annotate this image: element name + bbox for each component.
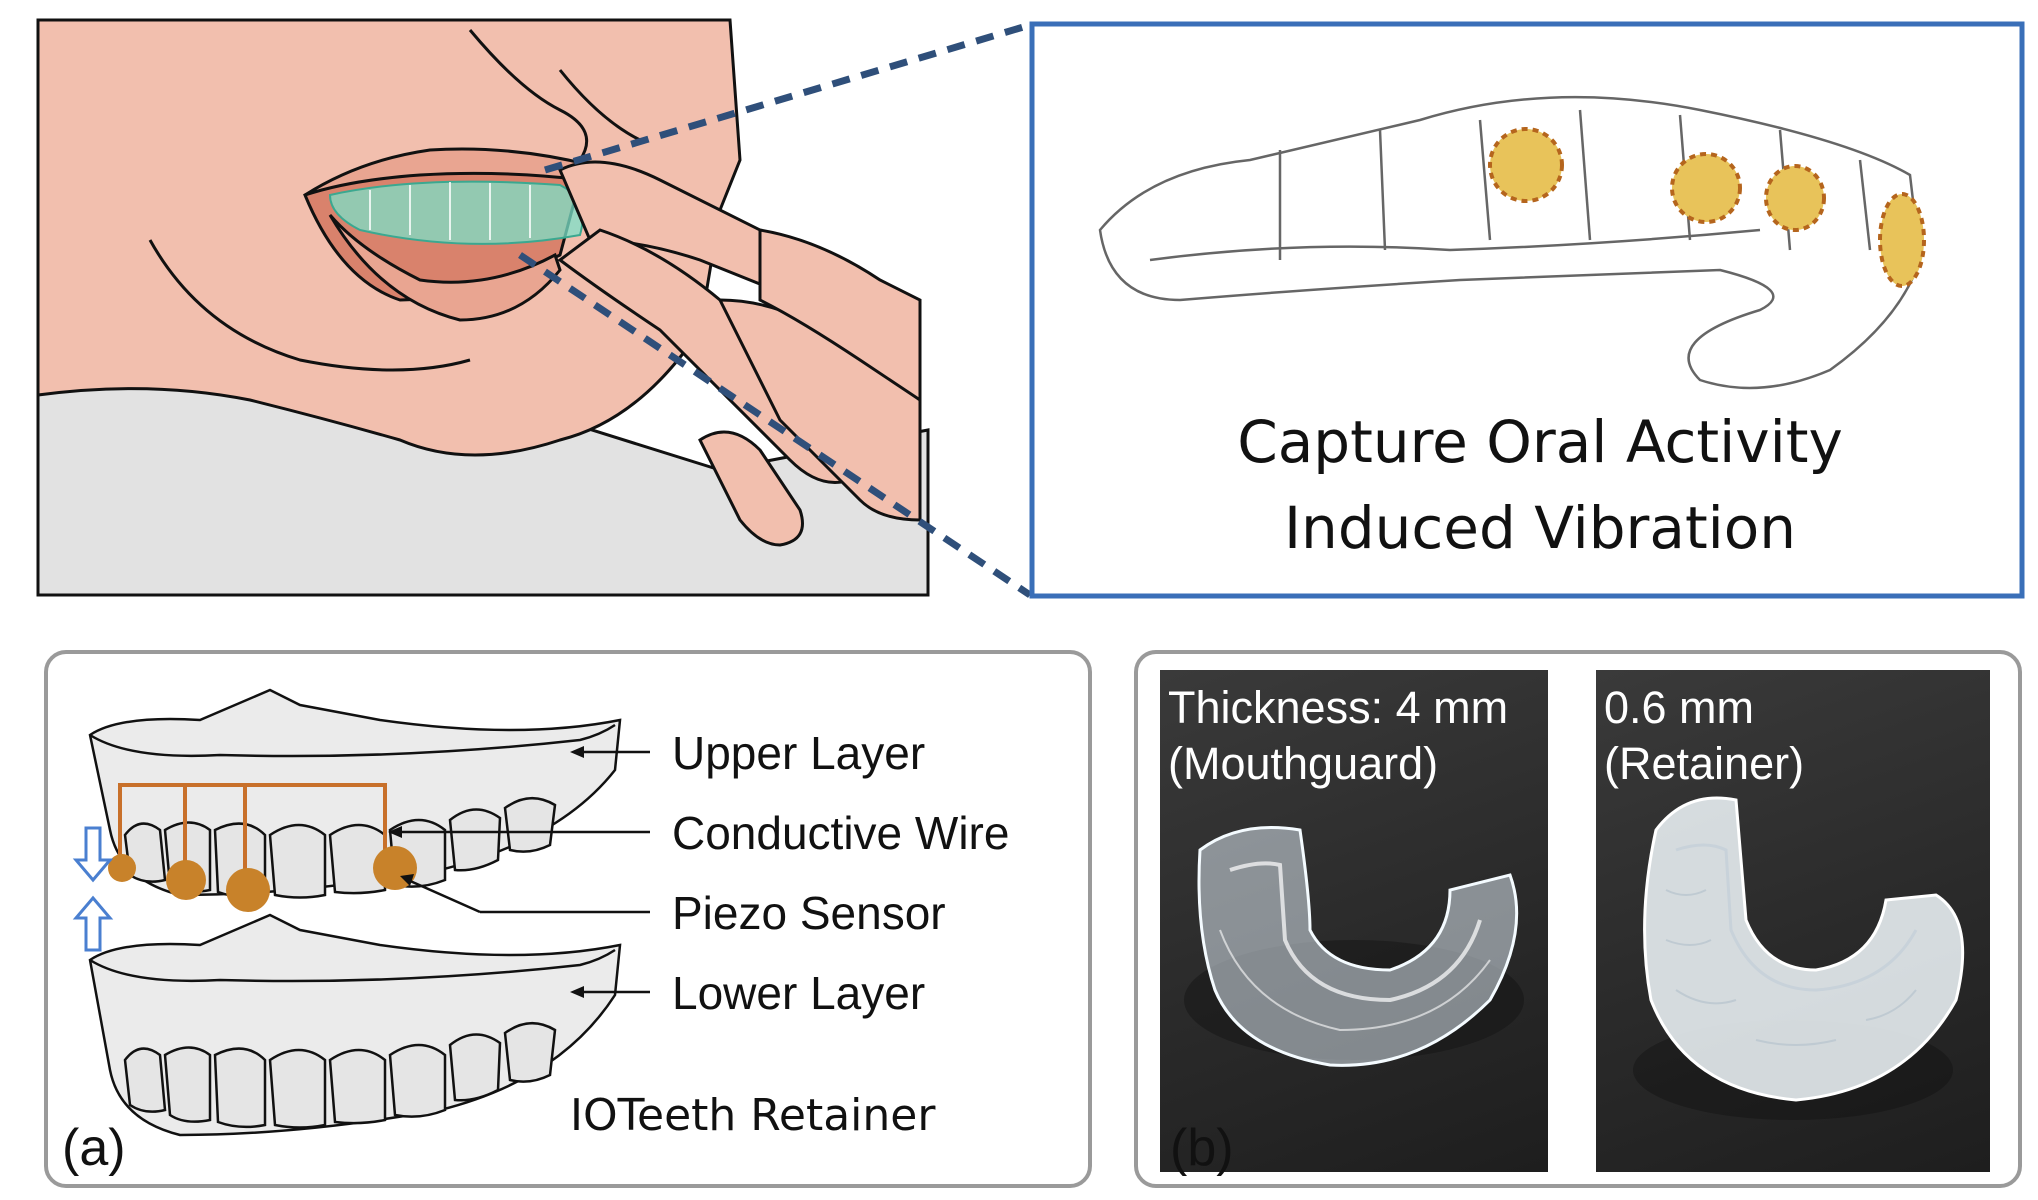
photo-mouthguard bbox=[1160, 670, 1548, 1172]
label-lower-layer: Lower Layer bbox=[672, 967, 926, 1019]
mouthguard-label-line2: (Mouthguard) bbox=[1168, 738, 1439, 789]
caption-ioteeth-retainer: IOTeeth Retainer bbox=[570, 1090, 936, 1141]
compression-arrows bbox=[72, 826, 114, 952]
panel-b-tag: (b) bbox=[1170, 1119, 1234, 1177]
retainer-image bbox=[1633, 796, 1965, 1120]
label-upper-layer: Upper Layer bbox=[672, 727, 926, 779]
panel-a bbox=[44, 650, 1092, 1188]
retainer-layers-drawing bbox=[88, 688, 622, 1137]
mouthguard-label-line1: Thickness: 4 mm bbox=[1168, 682, 1509, 733]
callout-title-line1: Capture Oral Activity bbox=[1237, 408, 1843, 476]
leader-lines bbox=[392, 750, 650, 994]
sensor-dots bbox=[1488, 127, 1926, 288]
callout-title-line2: Induced Vibration bbox=[1283, 494, 1797, 562]
mouthguard-image bbox=[1184, 826, 1524, 1067]
retainer-label-line1: 0.6 mm bbox=[1604, 682, 1755, 733]
photo-retainer bbox=[1596, 670, 1990, 1172]
label-piezo-sensor: Piezo Sensor bbox=[672, 887, 946, 939]
retainer-label-line2: (Retainer) bbox=[1604, 738, 1805, 789]
label-conductive-wire: Conductive Wire bbox=[672, 807, 1010, 859]
leader-arrowheads bbox=[388, 746, 584, 998]
panel-a-tag: (a) bbox=[62, 1119, 126, 1177]
